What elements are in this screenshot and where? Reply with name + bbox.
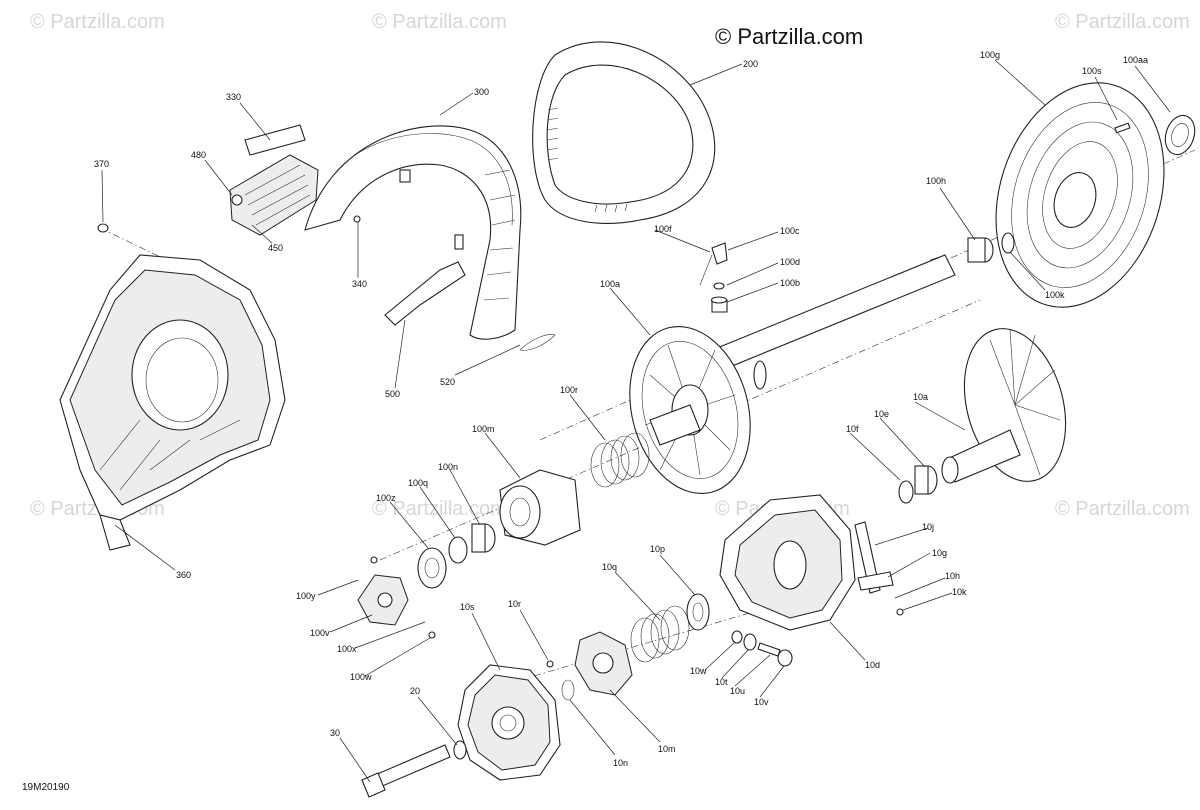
callout-label: 10v [754,697,769,707]
callout-label: 10j [922,522,934,532]
callout-label: 100aa [1123,55,1148,65]
callout-label: 10p [650,544,665,554]
spring-seat [686,593,710,631]
callout-label: 100v [310,628,330,638]
drive-belt [532,41,716,224]
callout-label: 520 [440,377,455,387]
callout-label: 100y [296,591,316,601]
guard-bracket [384,261,556,351]
leader-lines [101,59,1171,783]
drive-pulley-sheave [629,325,751,495]
pulley-cam [499,469,581,546]
callout-label: 300 [474,87,489,97]
callout-label: 360 [176,570,191,580]
callout-label: 100d [780,257,800,267]
mounting-plate [97,124,361,236]
driven-pulley-sheave [995,82,1196,308]
callout-label: 10a [913,392,928,402]
callout-label: 10t [715,677,728,687]
sheave-bushings [898,465,938,504]
callout-label: 100s [1082,66,1102,76]
callout-label: 20 [410,686,420,696]
watermark-text: © Partzilla.com [372,11,507,33]
callout-label: 10h [945,571,960,581]
callout-label: 10d [865,660,880,670]
belt-guard [304,125,522,340]
callout-labels: 200 300 330 480 370 450 340 500 520 360 … [94,50,1148,768]
callout-label: 100z [376,493,396,503]
callout-label: 480 [191,150,206,160]
retainer-plate [357,556,436,639]
fixed-sheave [941,328,1067,484]
callout-label: 450 [268,243,283,253]
callout-label: 30 [330,728,340,738]
callout-label: 100q [408,478,428,488]
callout-label: 100m [472,424,495,434]
callout-label: 10k [952,587,967,597]
brand-logo-text: © Partzilla.com [715,24,863,49]
callout-label: 100f [654,224,672,234]
callout-label: 10q [602,562,617,572]
callout-label: 10s [460,602,475,612]
callout-label: 10u [730,686,745,696]
callout-label: 100c [780,226,800,236]
callout-label: 100n [438,462,458,472]
callout-label: 200 [743,59,758,69]
callout-label: 10w [690,666,707,676]
callout-label: 500 [385,389,400,399]
shaft-bushings [967,232,1015,263]
watermark-text: © Partzilla.com [1055,11,1190,33]
callout-label: 100x [337,644,357,654]
clutch-housing [59,254,286,551]
spacer-washers [417,523,496,589]
watermark-text: © Partzilla.com [30,11,165,33]
callout-label: 100h [926,176,946,186]
spider-hub [546,631,633,696]
watermark-text: © Partzilla.com [372,498,507,520]
callout-label: 100g [980,50,1000,60]
small-hardware [699,242,904,616]
callout-label: 10n [613,758,628,768]
clutch-bolt [361,740,467,798]
watermark-text: © Partzilla.com [1055,498,1190,520]
callout-label: 330 [226,92,241,102]
pulley-springs [590,432,690,663]
rollers [731,630,793,667]
diagram-code: 19M20190 [22,782,70,793]
callout-label: 100k [1045,290,1065,300]
callout-label: 10g [932,548,947,558]
callout-label: 10r [508,599,521,609]
callout-label: 340 [352,279,367,289]
callout-label: 10e [874,409,889,419]
callout-label: 100b [780,278,800,288]
callout-label: 100w [350,672,372,682]
callout-label: 10m [658,744,676,754]
jackshaft [699,254,956,390]
callout-label: 10f [846,424,859,434]
callout-label: 100r [560,385,578,395]
callout-label: 100a [600,279,620,289]
movable-sheave [719,494,894,631]
callout-label: 370 [94,159,109,169]
drive-cover [457,664,575,781]
